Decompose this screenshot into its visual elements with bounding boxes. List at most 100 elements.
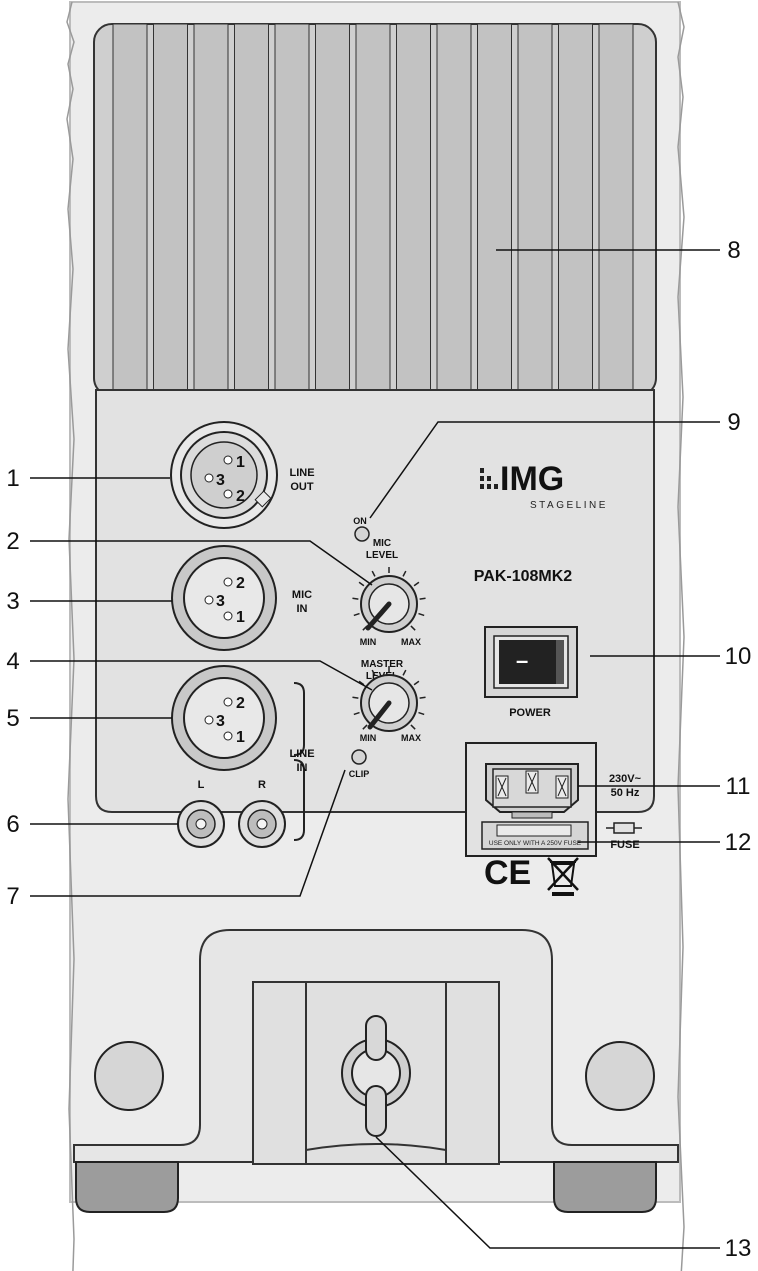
knob-tick <box>418 711 425 716</box>
pin-label: 3 <box>216 472 225 489</box>
callout-9: 9 <box>727 409 740 436</box>
side-pad-left <box>94 1041 164 1111</box>
heatsink-fin <box>558 23 593 391</box>
fuse-warning-text: USE ONLY WITH A 250V FUSE <box>489 840 582 847</box>
heatsink-fin <box>234 23 269 391</box>
knob-tick <box>419 597 426 600</box>
ce-mark: CE <box>484 854 531 892</box>
knob-tick <box>371 669 376 676</box>
line-in-label: IN <box>297 762 308 774</box>
mic-level-min-label: MIN <box>360 637 377 647</box>
weee-bin-icon <box>547 857 579 896</box>
voltage-label: 230V~ <box>609 773 642 785</box>
line-in-bracket <box>293 759 305 841</box>
pin-label: 3 <box>216 713 225 730</box>
mount-curve <box>305 1143 447 1151</box>
heatsink-fin <box>315 23 350 391</box>
mic-level-label: LEVEL <box>366 550 398 561</box>
iec-power-inlet <box>485 763 579 819</box>
callout-5: 5 <box>6 705 19 732</box>
callout-3: 3 <box>6 588 19 615</box>
heatsink-fin <box>396 23 431 391</box>
knob-tick <box>352 597 359 600</box>
mic-in-label: IN <box>297 603 308 615</box>
line-in-label: LINE <box>289 748 314 760</box>
master-level-knob <box>352 666 426 732</box>
logo-subtext: STAGELINE <box>530 500 608 511</box>
master-level-label: MASTER <box>361 659 404 670</box>
side-pad-right <box>585 1041 655 1111</box>
mic-level-max-label: MAX <box>401 637 421 647</box>
pin-label: 1 <box>236 609 245 626</box>
knob-tick <box>358 581 365 587</box>
mic-in-label: MIC <box>292 589 312 601</box>
rca-left-label: L <box>198 779 205 791</box>
heatsink-fin <box>477 23 512 391</box>
clip-led-label: CLIP <box>349 769 370 779</box>
frequency-label: 50 Hz <box>611 787 640 799</box>
knob-tick <box>418 612 425 617</box>
logo-text: IMG <box>500 460 564 498</box>
power-label: POWER <box>509 707 551 719</box>
callout-1: 1 <box>6 465 19 492</box>
callout-6: 6 <box>6 811 19 838</box>
callout-10: 10 <box>725 643 752 670</box>
heatsink-fin <box>355 23 391 391</box>
heatsink-fin <box>598 23 634 391</box>
housing-edge-right <box>677 1 685 1271</box>
knob-tick <box>362 625 368 631</box>
line-in-xlr-socket: 2 3 1 <box>171 665 277 771</box>
heatsink-fin <box>436 23 472 391</box>
power-switch: – <box>484 626 578 698</box>
knob-tick <box>410 724 416 730</box>
on-led-label: ON <box>353 516 367 526</box>
callout-2: 2 <box>6 528 19 555</box>
knob-tick <box>413 680 420 686</box>
housing-edge-left <box>66 1 75 1271</box>
knob-tick <box>353 711 360 716</box>
pin-label: 1 <box>236 729 245 746</box>
fuse-label: FUSE <box>610 839 639 851</box>
line-out-xlr-socket: 1 3 2 <box>170 421 278 529</box>
heatsink-fins <box>112 23 634 391</box>
rca-right-socket <box>238 800 286 848</box>
callout-lines <box>30 249 720 1249</box>
knob-tick <box>362 724 368 730</box>
callout-4: 4 <box>6 648 19 675</box>
knob-tick <box>352 696 359 699</box>
pin-label: 1 <box>236 454 245 471</box>
callout-12: 12 <box>725 829 752 856</box>
clip-led <box>351 749 367 765</box>
heatsink-fin <box>274 23 310 391</box>
line-out-label: LINE <box>289 467 314 479</box>
knob-tick <box>371 570 376 577</box>
line-in-bracket <box>293 682 305 756</box>
mic-in-xlr-socket: 2 3 1 <box>171 545 277 651</box>
callout-7: 7 <box>6 883 19 910</box>
img-stageline-logo: IMG STAGELINE <box>480 460 608 511</box>
pin-label: 2 <box>236 695 245 712</box>
fuse-icon <box>606 822 642 834</box>
rca-left-socket <box>177 800 225 848</box>
knob-tick <box>410 625 416 631</box>
fuse-holder: USE ONLY WITH A 250V FUSE <box>481 821 589 850</box>
line-out-label: OUT <box>290 481 314 493</box>
mic-level-label: MIC <box>373 538 391 549</box>
locking-screw <box>341 1015 411 1137</box>
callout-13: 13 <box>725 1235 752 1262</box>
foot-right <box>553 1161 657 1213</box>
pin-label: 2 <box>236 488 245 505</box>
power-switch-symbol: – <box>516 648 528 673</box>
callout-11: 11 <box>726 773 751 800</box>
knob-tick <box>402 570 407 577</box>
heatsink-fin <box>517 23 553 391</box>
knob-tick <box>402 669 407 676</box>
rca-right-label: R <box>258 779 266 791</box>
model-label: PAK-108MK2 <box>474 568 573 585</box>
foot-left <box>75 1161 179 1213</box>
pin-label: 3 <box>216 593 225 610</box>
master-level-max-label: MAX <box>401 733 421 743</box>
pin-label: 2 <box>236 575 245 592</box>
heatsink-fin <box>112 23 148 391</box>
